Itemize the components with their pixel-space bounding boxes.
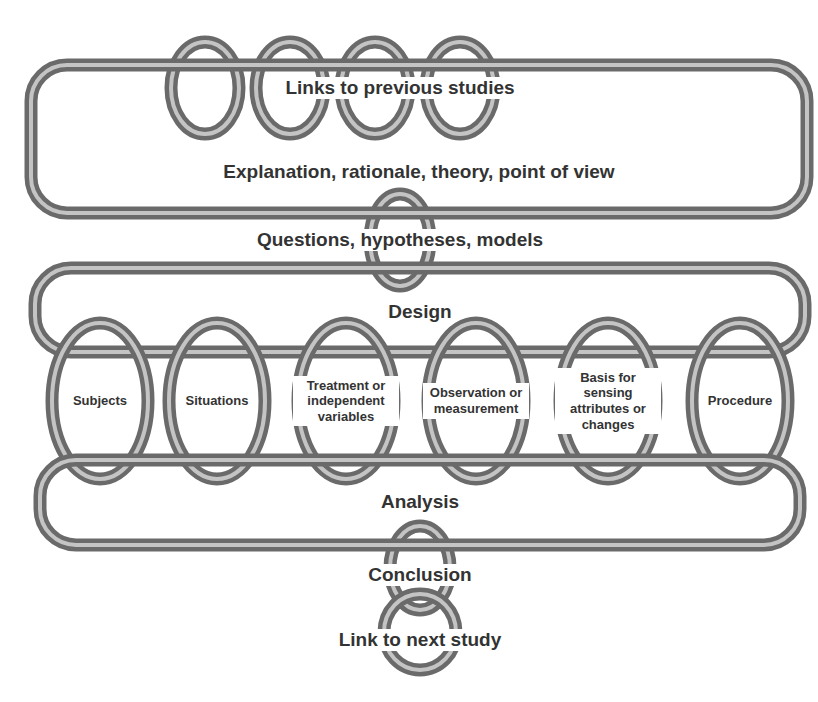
element-name: Observation or measurement — [423, 383, 529, 418]
element-name: Situations — [183, 391, 252, 411]
stage-name: Design — [28, 301, 812, 323]
stage-label: Links to previous studies — [279, 77, 520, 99]
stage-name: Analysis — [33, 491, 807, 513]
stage-label: Questions, hypotheses, models — [251, 229, 549, 251]
analysis-loop: Analysis — [33, 453, 807, 552]
stage-label: Conclusion — [362, 564, 477, 586]
stage-name: Explanation, rationale, theory, point of… — [24, 161, 814, 183]
element-name: Procedure — [705, 391, 775, 411]
design-loop: Design — [28, 261, 812, 359]
element-name: Treatment or independent variables — [293, 376, 399, 427]
element-name: Basis for sensing attributes or changes — [555, 368, 661, 434]
element-name: Subjects — [70, 391, 130, 411]
stage-label: Link to next study — [333, 629, 508, 651]
